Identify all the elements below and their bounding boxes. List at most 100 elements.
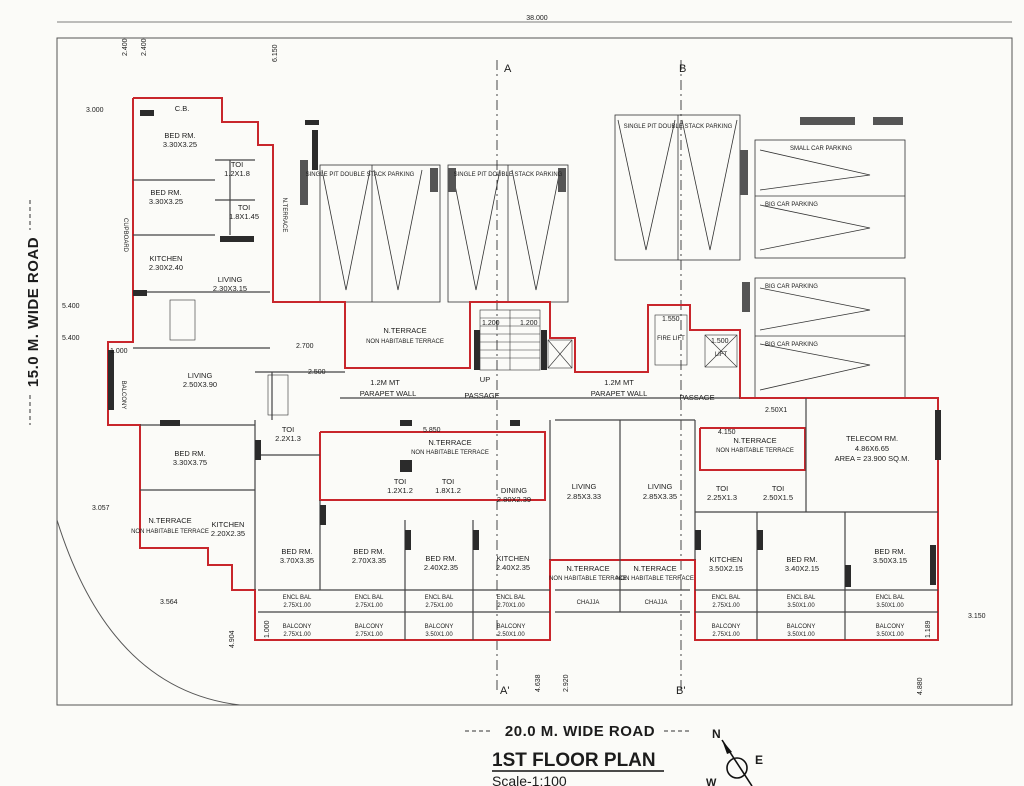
room-20-size: 4.86X6.65 — [855, 444, 889, 453]
dim-0: 2.400 — [122, 38, 129, 56]
room-9-size: 3.30X3.75 — [173, 458, 207, 467]
room-5-size: 2.30X2.40 — [149, 263, 183, 272]
room-42-name: ENCL BAL — [876, 595, 905, 601]
room-26-size: 2.40X2.35 — [496, 563, 530, 572]
room-15-name: TOI — [442, 477, 454, 486]
room-38-size: 3.50X1.00 — [425, 632, 453, 638]
room-11-size: NON HABITABLE TERRACE — [131, 529, 209, 535]
parapet-label-1: PARAPET WALL — [360, 389, 417, 398]
compass-e: E — [755, 753, 763, 767]
parking-walls — [300, 117, 903, 312]
room-35-size: 2.70X1.00 — [497, 603, 525, 609]
dim-23: 1.000 — [264, 620, 271, 638]
dim-22: 2.920 — [563, 674, 570, 692]
road-bottom-label: 20.0 M. WIDE ROAD — [505, 723, 655, 740]
room-3-size: 3.30X3.25 — [149, 197, 183, 206]
room-40-size: 2.75X1.00 — [712, 603, 740, 609]
room-13-name: N.TERRACE — [428, 438, 471, 447]
room-20-name: TELECOM RM. — [846, 434, 898, 443]
section-mark-b2: B' — [676, 685, 685, 697]
room-12-size: 2.20X2.35 — [211, 529, 245, 538]
room-39-name: BALCONY — [497, 624, 526, 630]
room-4-size: 1.8X1.45 — [229, 212, 259, 221]
room-11-name: N.TERRACE — [148, 516, 191, 525]
room-28-size: NON HABITABLE TERRACE — [616, 576, 694, 582]
dim-16: 3.057 — [92, 505, 110, 512]
room-30-name: BED RM. — [786, 555, 817, 564]
dim-12: 2.500 — [308, 369, 326, 376]
room-37-name: BALCONY — [355, 624, 384, 630]
room-38-name: BALCONY — [425, 624, 454, 630]
room-39-size: 2.50X1.00 — [497, 632, 525, 638]
compass-n: N — [712, 727, 721, 741]
room-41-name: ENCL BAL — [787, 595, 816, 601]
room-29-name: KITCHEN — [710, 555, 743, 564]
room-22-name: TOI — [772, 484, 784, 493]
plan-scale: Scale-1:100 — [492, 773, 567, 786]
small-car-label: SMALL CAR PARKING — [790, 146, 852, 152]
section-mark-b: B — [679, 63, 686, 75]
compass-icon — [721, 739, 753, 786]
site-boundary — [56, 37, 1013, 706]
dim-3: 3.000 — [86, 107, 104, 114]
room-3-name: BED RM. — [150, 188, 181, 197]
room-45-name: BALCONY — [876, 624, 905, 630]
n-terrace-vertical: N.TERRACE — [281, 198, 287, 233]
compass-w: W — [706, 777, 717, 786]
balcony-vertical-label: BALCONY — [120, 381, 126, 410]
stair-up-label: UP — [480, 375, 490, 384]
room-9-name: BED RM. — [174, 449, 205, 458]
corner-curve — [56, 519, 241, 706]
section-mark-a2: A' — [500, 685, 509, 697]
room-47-name: CHAJJA — [645, 600, 668, 606]
lift-label: LIFT — [715, 352, 728, 358]
section-mark-a: A — [504, 63, 512, 75]
parking-blocks — [319, 114, 906, 399]
room-4-name: TOI — [238, 203, 250, 212]
room-43-name: BALCONY — [712, 624, 741, 630]
unit-outlines — [107, 97, 939, 641]
dim-4: 5.400 — [62, 303, 80, 310]
room-10-name: TOI — [282, 425, 294, 434]
room-33-name: ENCL BAL — [355, 595, 384, 601]
mt-label-1: 1.2M MT — [370, 378, 400, 387]
room-2-size: 1.2X1.8 — [224, 169, 250, 178]
parking-label-1: SINGLE PIT DOUBLE STACK PARKING — [306, 172, 415, 178]
room-43-size: 2.75X1.00 — [712, 632, 740, 638]
room-45-size: 3.50X1.00 — [876, 632, 904, 638]
dim-17: 3.564 — [160, 599, 178, 606]
room-12-name: KITCHEN — [212, 520, 245, 529]
road-left-label: 15.0 M. WIDE ROAD — [25, 237, 42, 387]
room-21-size: 2.25X1.3 — [707, 493, 737, 502]
dim-15: 2.50X1 — [765, 407, 787, 414]
room-25-name: BED RM. — [425, 554, 456, 563]
room-35-name: ENCL BAL — [497, 595, 526, 601]
room-2-name: TOI — [231, 160, 243, 169]
room-46-name: CHAJJA — [577, 600, 600, 606]
room-29-size: 3.50X2.15 — [709, 564, 743, 573]
room-18-name: LIVING — [648, 482, 673, 491]
room-32-size: 2.75X1.00 — [283, 603, 311, 609]
room-19-name: N.TERRACE — [733, 436, 776, 445]
dim-7: 1.200 — [520, 320, 538, 327]
room-8-size: 2.50X3.90 — [183, 380, 217, 389]
room-22-size: 2.50X1.5 — [763, 493, 793, 502]
dim-6: 1.200 — [482, 320, 500, 327]
room-26-name: KITCHEN — [497, 554, 530, 563]
dim-13: 5.850 — [423, 427, 441, 434]
room-37-size: 2.75X1.00 — [355, 632, 383, 638]
dim-11: 2.700 — [296, 343, 314, 350]
room-18-size: 2.85X3.35 — [643, 492, 677, 501]
overall-width-label: 38.000 — [526, 15, 548, 22]
dim-2: 6.150 — [272, 44, 279, 62]
room-31-size: 3.50X3.15 — [873, 556, 907, 565]
dim-24: 1.189 — [925, 620, 932, 638]
passage-label-2: PASSAGE — [679, 393, 714, 402]
room-10-size: 2.2X1.3 — [275, 434, 301, 443]
room-21-name: TOI — [716, 484, 728, 493]
room-14-size: 1.2X1.2 — [387, 486, 413, 495]
room-0-name: C.B. — [175, 104, 190, 113]
dim-14: 4.150 — [718, 429, 736, 436]
room-40-name: ENCL BAL — [712, 595, 741, 601]
room-34-size: 2.75X1.00 — [425, 603, 453, 609]
